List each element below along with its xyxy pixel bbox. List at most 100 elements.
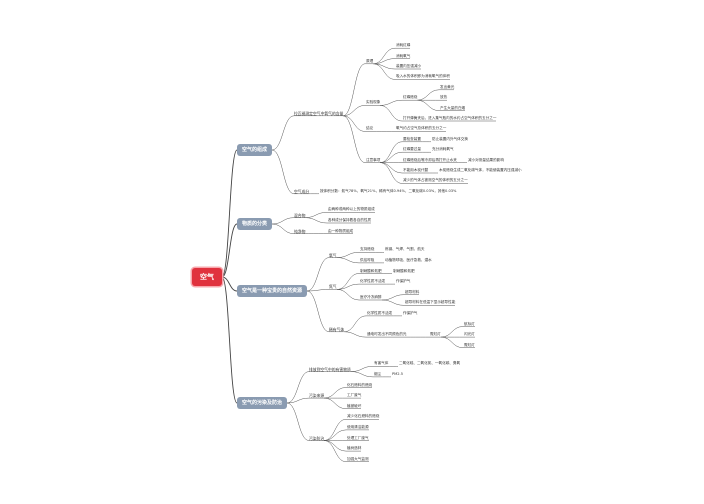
note-node[interactable]: 按体积分数：氮气78%，氧气21%，稀有气体0.94%，二氧化碳0.03%，其他…	[320, 188, 457, 193]
note-node[interactable]: 防止装置内外气体交换	[432, 136, 468, 141]
connector	[336, 252, 360, 258]
connector	[221, 223, 238, 278]
connector	[379, 141, 403, 163]
note-node[interactable]: 炼钢、气焊、气割、航天	[385, 247, 425, 252]
detail-node[interactable]: 超导材料	[405, 289, 420, 294]
note-node[interactable]: PM2.5	[392, 371, 403, 376]
detail-node[interactable]: 化学性质不活泼	[367, 310, 393, 315]
connector	[286, 402, 310, 441]
branch-node[interactable]: 空气的组成	[237, 144, 273, 156]
connector	[271, 223, 295, 234]
connector	[323, 440, 347, 452]
detail-node[interactable]: 结论	[366, 126, 374, 131]
topic-node[interactable]: 纯净物	[294, 228, 306, 234]
connector	[271, 217, 295, 225]
detail-node[interactable]: 加强大气监测	[347, 456, 369, 461]
detail-node[interactable]: 超导材料在低温下显示超导性能	[405, 300, 456, 305]
connector	[304, 217, 328, 224]
detail-node[interactable]: 红磷燃烧	[403, 95, 418, 100]
detail-node[interactable]: 减少的气体占被测空气的体积的五分之一	[403, 178, 468, 183]
detail-node[interactable]: 工厂废气	[347, 393, 362, 398]
note-node[interactable]: 动植物呼吸、医疗急救、潜水	[385, 257, 432, 262]
branch-node[interactable]: 空气是一种宝贵的自然资源	[237, 285, 308, 297]
detail-node[interactable]: 发出黄光	[440, 84, 455, 89]
topic-node[interactable]: 拉瓦锡测定空气中氧气的含量	[294, 110, 344, 116]
connector	[416, 99, 440, 111]
detail-node[interactable]: 霓虹灯	[464, 342, 475, 347]
detail-node[interactable]: 由一种物质组成	[328, 228, 354, 233]
detail-node[interactable]: 红磷要过量	[403, 147, 421, 152]
topic-node[interactable]: 混合物	[294, 212, 306, 218]
topic-node[interactable]: 污染来源	[309, 393, 325, 399]
detail-node[interactable]: 装置内压强减小	[396, 64, 422, 68]
note-node[interactable]: 充分消耗氧气	[432, 147, 454, 152]
connector	[342, 105, 366, 117]
branch-node[interactable]: 物质的分类	[237, 218, 273, 230]
detail-node[interactable]: 氧气约占空气总体积的五分之一	[396, 126, 447, 131]
detail-node[interactable]: 航标灯	[464, 321, 475, 326]
connector	[379, 105, 403, 122]
detail-node[interactable]: 烟尘	[374, 371, 382, 376]
detail-node[interactable]: 植被破坏	[347, 403, 362, 408]
connector	[271, 115, 295, 151]
detail-node[interactable]: 实验现象	[366, 100, 381, 105]
connector	[306, 257, 330, 292]
note-node[interactable]: 木炭燃烧生成二氧化碳气体，不能使装置内压强减小	[439, 168, 522, 172]
connector	[350, 371, 374, 378]
topic-node[interactable]: 空气成分	[294, 188, 310, 194]
topic-node[interactable]: 氮气	[329, 284, 337, 290]
branch-node[interactable]: 空气的污染及防治	[237, 397, 288, 409]
note-node[interactable]: 作保护气	[396, 279, 411, 284]
detail-node[interactable]: 处理工厂废气	[347, 435, 369, 440]
detail-node[interactable]: 消耗氧气	[396, 53, 411, 58]
detail-node[interactable]: 医疗冷冻麻醉	[360, 295, 382, 299]
connector	[323, 387, 347, 399]
detail-node[interactable]: 闪光灯	[464, 332, 475, 337]
connector	[379, 162, 403, 174]
detail-node[interactable]: 各种成分保持着各自的性质	[328, 218, 372, 222]
detail-node[interactable]: 注意事项	[366, 157, 381, 162]
connector	[342, 115, 366, 163]
detail-node[interactable]: 减少化石燃料的燃烧	[347, 414, 380, 419]
connector	[221, 276, 238, 404]
detail-node[interactable]: 由两种或两种以上的物质组成	[328, 207, 375, 212]
note-node[interactable]: 减小对测量结果的影响	[468, 157, 504, 162]
detail-node[interactable]: 使用清洁能源	[347, 424, 369, 429]
connector	[323, 440, 347, 462]
detail-node[interactable]: 要检查装置	[403, 136, 421, 141]
detail-node[interactable]: 化学性质不活泼	[360, 279, 386, 284]
detail-node[interactable]: 打开弹簧夹后，进入集气瓶内的水约占空气体积的五分之一	[403, 116, 497, 120]
detail-node[interactable]: 吸入水的体积即为消耗氧气的体积	[396, 74, 450, 79]
connector	[372, 63, 396, 80]
connector	[336, 289, 360, 301]
topic-node[interactable]: 排放到空气中的有害物质	[309, 366, 351, 372]
connector	[350, 366, 374, 372]
root-node[interactable]: 空气	[192, 268, 222, 286]
topic-node[interactable]: 稀有气体	[329, 326, 345, 332]
detail-node[interactable]: 通电时发出不同颜色的光	[367, 332, 407, 337]
connector	[336, 283, 360, 290]
detail-node[interactable]: 不能用木炭代替	[403, 168, 429, 172]
topic-node[interactable]: 污染防治	[309, 435, 325, 441]
detail-node[interactable]: 消耗红磷	[396, 43, 411, 48]
connector	[342, 115, 366, 132]
note-node[interactable]: 制硝酸和氮肥	[393, 268, 415, 273]
detail-node[interactable]: 红磷燃烧后等冷却后再打开止水夹	[403, 157, 457, 162]
note-node[interactable]: 作保护气	[403, 310, 418, 315]
connector	[379, 151, 403, 163]
detail-node[interactable]: 支持燃烧	[360, 247, 375, 252]
detail-node[interactable]: 霓虹灯	[430, 332, 441, 337]
detail-node[interactable]: 有害气体	[374, 361, 389, 366]
detail-node[interactable]: 化石燃料的燃烧	[347, 382, 373, 387]
detail-node[interactable]: 供给呼吸	[360, 257, 375, 262]
topic-node[interactable]: 氧气	[329, 252, 337, 258]
connector	[440, 336, 464, 348]
detail-node[interactable]: 放热	[440, 95, 448, 100]
detail-node[interactable]: 产生大量的白烟	[440, 105, 466, 110]
note-node[interactable]: 二氧化硫、二氧化氮、一氧化碳、臭氧	[399, 361, 461, 366]
detail-node[interactable]: 原理	[366, 58, 374, 63]
connector	[379, 162, 403, 184]
detail-node[interactable]: 制硝酸和氮肥	[360, 268, 382, 273]
detail-node[interactable]: 植树造林	[347, 446, 362, 451]
